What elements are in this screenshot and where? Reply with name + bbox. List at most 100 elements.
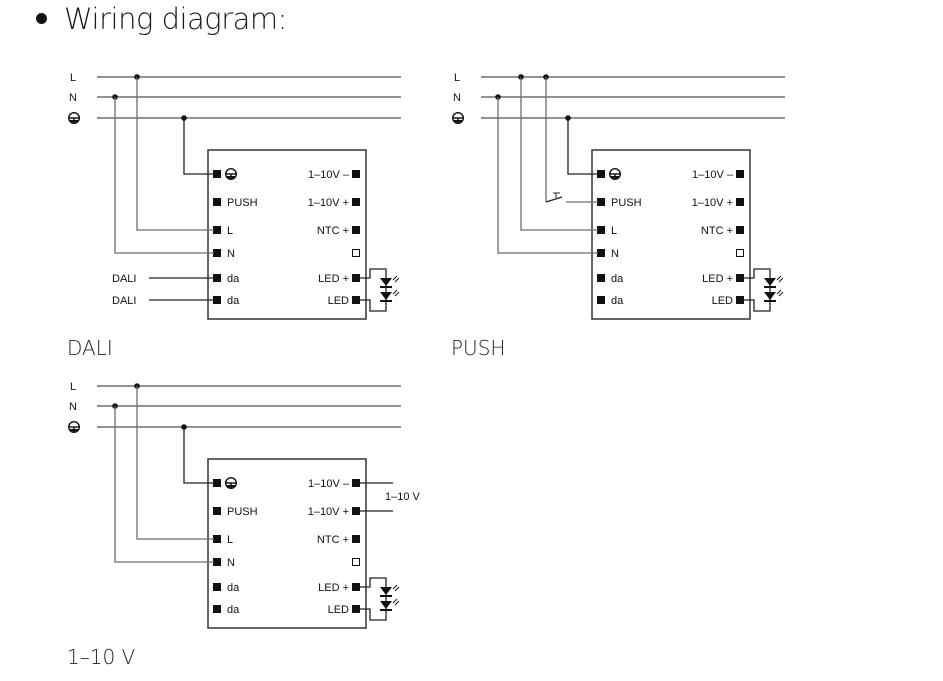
wire-led [359,577,387,621]
terminal-label-da: da [227,295,240,307]
terminal [213,558,221,566]
led-ray [778,277,784,283]
caption-dali: DALI [67,336,113,360]
led-triangle [764,278,776,286]
terminal-label-n: N [611,248,619,260]
led-icon [380,584,400,597]
terminal-label-l: L [611,225,617,237]
wire-l [136,77,214,231]
terminal [352,170,360,178]
led-icon [764,275,784,288]
terminal-label: 1–10V – [308,478,350,490]
terminal [736,274,744,282]
wire-n [114,97,214,254]
terminal [352,558,360,566]
led-ray [776,275,782,281]
terminal [352,226,360,234]
protective-earth-icon [67,111,80,124]
led-ray [394,277,400,283]
terminal [213,605,221,613]
bus-label-N: N [453,92,461,104]
led-ray [394,291,400,297]
terminal [352,198,360,206]
terminal [597,296,605,304]
terminal-label: LED [328,604,349,616]
wire-pe [183,427,214,484]
protective-earth-icon [224,477,237,490]
led-icon [380,289,400,302]
led-ray [394,586,400,592]
terminal [352,249,360,257]
led-icon [380,598,400,611]
terminal [213,479,221,487]
terminal-label-push: PUSH [227,506,258,518]
terminal [213,535,221,543]
terminal [597,249,605,257]
section-heading: Wiring diagram: [36,2,287,36]
led-icon [380,275,400,288]
caption-push: PUSH [451,336,506,360]
terminal-label: 1–10V – [692,169,734,181]
terminal-label: 1–10V + [308,197,349,209]
terminal [352,535,360,543]
terminal-label: LED [328,295,349,307]
earth-fill [453,120,463,123]
led-ray [778,291,784,297]
led-triangle [764,292,776,300]
terminal [213,296,221,304]
bus-label-N: N [69,401,77,413]
dim-control-label: 1–10 V [385,491,421,503]
terminal-label-da: da [611,273,624,285]
protective-earth-icon [452,111,465,124]
terminal-label: LED [712,295,733,307]
terminal [352,296,360,304]
led-triangle [380,587,392,595]
wire-l [136,386,214,540]
terminal [597,274,605,282]
earth-fill [69,120,79,123]
terminal-label-push: PUSH [611,197,642,209]
terminal [213,198,221,206]
terminal [597,170,605,178]
wire-pe [183,118,214,175]
terminal-label: 1–10V – [308,169,350,181]
terminal-label: LED + [318,582,349,594]
bus-label-N: N [69,92,77,104]
earth-fill [610,176,620,179]
led-ray [392,584,398,590]
terminal [736,249,744,257]
earth-fill [69,429,79,432]
terminal-label: LED + [702,273,733,285]
terminal-label-push: PUSH [227,197,258,209]
terminal [352,274,360,282]
dali-input-label: DALI [112,273,136,285]
terminal-label-l: L [227,225,233,237]
terminal [352,507,360,515]
led-triangle [380,601,392,609]
dali-input-label: DALI [112,295,136,307]
terminal [736,296,744,304]
terminal-label: NTC + [701,225,733,237]
terminal-label: 1–10V + [308,506,349,518]
terminal [352,605,360,613]
earth-fill [226,176,236,179]
bullet-icon [36,12,47,24]
bus-label-L: L [454,72,460,84]
terminal [213,507,221,515]
terminal-label-n: N [227,557,235,569]
terminal [213,583,221,591]
protective-earth-icon [609,167,622,180]
led-icon [764,289,784,302]
terminal [213,170,221,178]
terminal-label-da: da [227,604,240,616]
protective-earth-icon [67,421,80,434]
led-ray [392,275,398,281]
terminal [213,249,221,257]
earth-fill [226,485,236,488]
led-ray [776,289,782,295]
terminal-label-da: da [227,582,240,594]
